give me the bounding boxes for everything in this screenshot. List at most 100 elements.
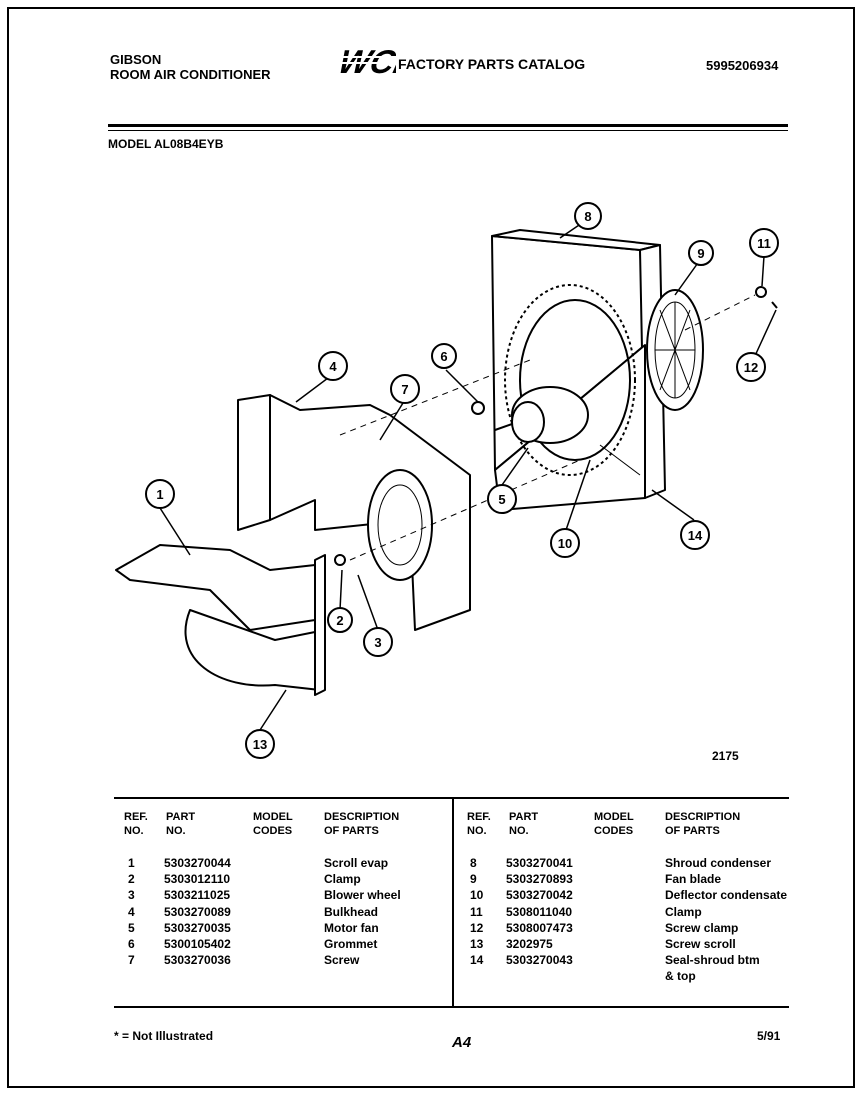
table-cell: 5303270044 bbox=[164, 856, 231, 870]
callout-10 bbox=[550, 528, 580, 558]
revision-date: 5/91 bbox=[757, 1029, 781, 1043]
right-ref-column: 8 9 10 11 12 13 14 bbox=[470, 855, 483, 968]
table-cell: 5308011040 bbox=[506, 904, 573, 919]
callout-label-12: 12 bbox=[744, 360, 758, 375]
table-cell: Fan blade bbox=[665, 872, 722, 887]
table-cell: Screw bbox=[324, 953, 360, 968]
bulkhead-drawing bbox=[237, 394, 471, 631]
table-cell: 13 bbox=[470, 937, 484, 952]
table-cell: 5303270035 bbox=[164, 920, 231, 935]
brand-name: GIBSON bbox=[110, 52, 162, 67]
callout-label-7: 7 bbox=[401, 382, 408, 397]
callout-12 bbox=[736, 352, 766, 382]
left-part-column: 5303270044 5303012110 5303211025 5303270… bbox=[164, 855, 231, 968]
table-cell: 4 bbox=[128, 904, 135, 919]
clamp-drawing bbox=[334, 554, 346, 566]
table-cell: 9 bbox=[470, 872, 477, 887]
table-cell: 1 bbox=[128, 856, 135, 870]
table-cell: 2 bbox=[128, 872, 135, 887]
table-cell: 5303211025 bbox=[164, 888, 231, 903]
table-bottom-rule bbox=[114, 1006, 789, 1008]
table-cell: 14 bbox=[470, 953, 484, 968]
left-ref-column: 1 2 3 4 5 6 7 bbox=[128, 855, 135, 968]
table-top-rule bbox=[114, 797, 789, 799]
table-cell: 12 bbox=[470, 920, 484, 935]
table-cell: Clamp bbox=[665, 904, 702, 919]
table-divider bbox=[452, 797, 454, 1008]
catalog-title: FACTORY PARTS CATALOG bbox=[398, 56, 586, 72]
wci-logo: WCI bbox=[335, 44, 396, 78]
callout-label-9: 9 bbox=[697, 246, 704, 261]
page-label: A4 bbox=[452, 1034, 472, 1051]
callout-label-3: 3 bbox=[374, 635, 381, 650]
left-desc-column: Scroll evap Clamp Blower wheel Bulkhead … bbox=[324, 855, 401, 968]
table-cell: 5303270042 bbox=[506, 888, 573, 903]
screw-clamp-drawing bbox=[771, 301, 778, 309]
table-cell: Seal-shroud btm bbox=[665, 953, 760, 968]
table-cell: 6 bbox=[128, 937, 135, 952]
table-cell: 5303012110 bbox=[164, 872, 231, 887]
table-cell: Motor fan bbox=[324, 920, 379, 935]
header-rule-thin bbox=[108, 130, 788, 131]
table-cell: 8 bbox=[470, 856, 477, 870]
callout-label-2: 2 bbox=[336, 613, 343, 628]
right-desc-column: Shroud condenser Fan blade Deflector con… bbox=[665, 855, 787, 985]
callout-3 bbox=[363, 627, 393, 657]
callout-8 bbox=[574, 202, 602, 230]
table-cell: Deflector condensate bbox=[665, 888, 788, 903]
right-part-column: 5303270041 5303270893 5303270042 5308011… bbox=[506, 855, 573, 968]
callout-label-1: 1 bbox=[156, 487, 163, 502]
model-label: MODEL AL08B4EYB bbox=[108, 137, 224, 151]
callout-label-11: 11 bbox=[757, 236, 771, 251]
table-cell: 5303270089 bbox=[164, 904, 231, 919]
exploded-parts-diagram: 1 2 3 4 5 6 7 8 9 10 11 12 13 14 bbox=[115, 202, 779, 759]
callout-2 bbox=[327, 607, 353, 633]
table-cell: 5308007473 bbox=[506, 920, 573, 935]
product-type: ROOM AIR CONDITIONER bbox=[110, 67, 271, 82]
table-cell: 5303270036 bbox=[164, 953, 231, 968]
callout-label-6: 6 bbox=[440, 349, 447, 364]
table-cell: 5303270043 bbox=[506, 953, 573, 968]
table-cell: Grommet bbox=[324, 937, 378, 952]
logo-text: WCI bbox=[335, 44, 396, 78]
callout-5 bbox=[487, 484, 517, 514]
brand-block: GIBSON ROOM AIR CONDITIONER bbox=[110, 52, 271, 82]
callout-7 bbox=[390, 374, 420, 404]
motor-fan-drawing bbox=[494, 386, 589, 444]
scroll-evap-drawing bbox=[115, 544, 326, 696]
header-ref-left: REF.NO. bbox=[124, 811, 148, 837]
clamp-small-drawing bbox=[755, 286, 767, 298]
grommet-drawing bbox=[471, 401, 485, 415]
table-cell: 3202975 bbox=[506, 937, 553, 952]
table-cell: Clamp bbox=[324, 872, 361, 887]
fan-blade-drawing bbox=[646, 289, 704, 411]
callout-label-8: 8 bbox=[584, 209, 591, 224]
shroud-condenser-drawing bbox=[491, 229, 666, 511]
table-cell: Scroll evap bbox=[324, 856, 389, 870]
table-cell: Blower wheel bbox=[324, 888, 401, 903]
table-cell: 5303270893 bbox=[506, 872, 573, 887]
page-border bbox=[7, 7, 855, 1088]
callout-13 bbox=[245, 729, 275, 759]
callout-4 bbox=[318, 351, 348, 381]
callout-11 bbox=[749, 228, 779, 258]
table-cell: 5303270041 bbox=[506, 856, 573, 870]
callout-label-13: 13 bbox=[253, 737, 267, 752]
callout-14 bbox=[680, 520, 710, 550]
callout-label-4: 4 bbox=[329, 359, 337, 374]
header-ref-right: REF.NO. bbox=[467, 811, 491, 837]
header-rule bbox=[108, 124, 788, 127]
catalog-number: 5995206934 bbox=[706, 58, 779, 73]
table-cell: Shroud condenser bbox=[665, 856, 772, 870]
callout-1 bbox=[145, 479, 175, 509]
table-cell: 3 bbox=[128, 888, 135, 903]
not-illustrated-note: * = Not Illustrated bbox=[114, 1029, 214, 1043]
callout-9 bbox=[688, 240, 714, 266]
callout-6 bbox=[431, 343, 457, 369]
